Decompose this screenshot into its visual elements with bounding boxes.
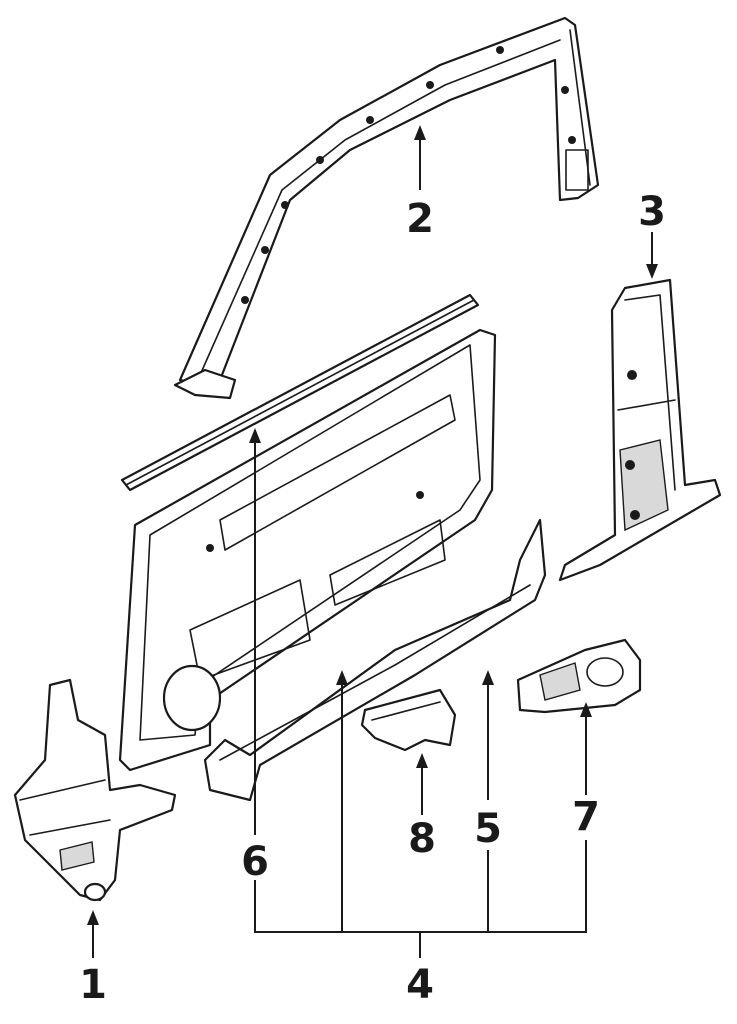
callout-6: 6 — [241, 839, 269, 885]
door-trim-panel — [118, 328, 497, 772]
callout-7: 7 — [572, 794, 600, 840]
cowl-side-trim — [13, 678, 177, 902]
callout-5: 5 — [474, 806, 502, 852]
callout-labels: 1 2 3 4 5 6 7 8 — [79, 189, 666, 1008]
lower-trim-panel — [203, 518, 547, 802]
callout-3: 3 — [638, 189, 666, 235]
callout-1: 1 — [79, 962, 107, 1008]
leader-lines — [87, 125, 658, 958]
belt-weatherstrip — [120, 293, 480, 492]
callout-4: 4 — [406, 962, 434, 1008]
b-pillar-trim — [558, 278, 722, 582]
pull-handle — [360, 688, 457, 752]
callout-2: 2 — [406, 196, 434, 242]
handle-bezel — [516, 638, 642, 714]
roof-rail-garnish — [173, 16, 600, 400]
callout-8: 8 — [408, 816, 436, 862]
